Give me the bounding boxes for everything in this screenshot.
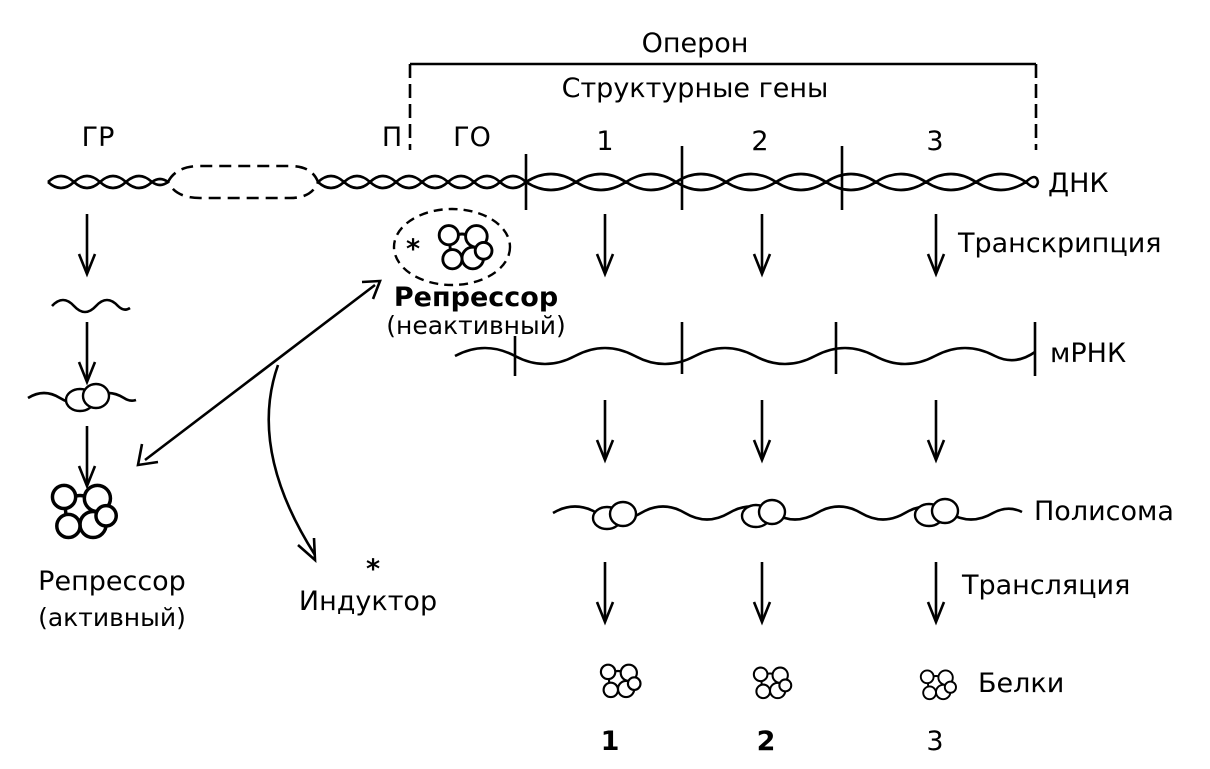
inactive-repressor-complex bbox=[392, 207, 512, 287]
gr-arrow-1 bbox=[77, 212, 97, 276]
transcription-arrow-3 bbox=[926, 212, 946, 276]
mrna-arrow-2 bbox=[752, 398, 772, 462]
gene-3-label: 3 bbox=[926, 126, 943, 157]
repressor-inactive-label: Репрессор bbox=[394, 282, 558, 313]
gene-1-label: 1 bbox=[596, 126, 613, 157]
inducer-star: * bbox=[366, 554, 380, 585]
protein-3 bbox=[919, 669, 957, 701]
operon-label: Оперон bbox=[642, 28, 749, 59]
operator-gene-label: ГО bbox=[453, 122, 491, 153]
ribosome-2 bbox=[740, 498, 787, 529]
dna-label: ДНК bbox=[1048, 168, 1109, 199]
ribosome-3 bbox=[913, 497, 960, 528]
active-label: (активный) bbox=[38, 603, 186, 632]
inducer-bound-star: * bbox=[406, 234, 420, 265]
transcription-label: Транскрипция bbox=[957, 228, 1162, 259]
mrna-arrow-1 bbox=[595, 398, 615, 462]
gr-ribosome bbox=[27, 382, 137, 413]
transcription-arrow-1 bbox=[595, 212, 615, 276]
equilibrium-arrow bbox=[136, 279, 382, 564]
inducer-label: Индуктор bbox=[299, 586, 437, 617]
ribosome-1 bbox=[591, 500, 638, 531]
transcription-arrow-2 bbox=[752, 212, 772, 276]
mrna-strand bbox=[454, 322, 1037, 376]
translation-arrow-2 bbox=[752, 560, 772, 624]
protein-2 bbox=[752, 666, 793, 700]
translation-arrow-1 bbox=[595, 560, 615, 624]
protein-2-label: 2 bbox=[757, 726, 776, 757]
gr-arrow-3 bbox=[77, 424, 97, 488]
protein-1-label: 1 bbox=[601, 726, 620, 757]
dna-strand bbox=[47, 146, 1040, 210]
gr-arrow-2 bbox=[77, 320, 97, 384]
active-repressor-protein bbox=[50, 483, 118, 540]
translation-label: Трансляция bbox=[961, 570, 1130, 601]
mrna-label: мРНК bbox=[1050, 338, 1126, 369]
inactive-label: (неактивный) bbox=[386, 311, 566, 340]
proteins-label: Белки bbox=[978, 668, 1064, 699]
operon-bracket bbox=[408, 62, 1038, 150]
polysome bbox=[552, 497, 1023, 531]
mrna-arrow-3 bbox=[926, 398, 946, 462]
structural-genes-label: Структурные гены bbox=[562, 73, 829, 104]
protein-3-label: 3 bbox=[926, 726, 943, 757]
protein-1 bbox=[599, 663, 642, 699]
gr-label: ГР bbox=[82, 122, 115, 153]
repressor-active-label: Репрессор bbox=[38, 566, 186, 597]
polysome-label: Полисома bbox=[1034, 496, 1174, 527]
gr-mrna bbox=[51, 298, 131, 314]
gene-2-label: 2 bbox=[751, 126, 768, 157]
promoter-label: П bbox=[382, 122, 402, 153]
translation-arrow-3 bbox=[926, 560, 946, 624]
